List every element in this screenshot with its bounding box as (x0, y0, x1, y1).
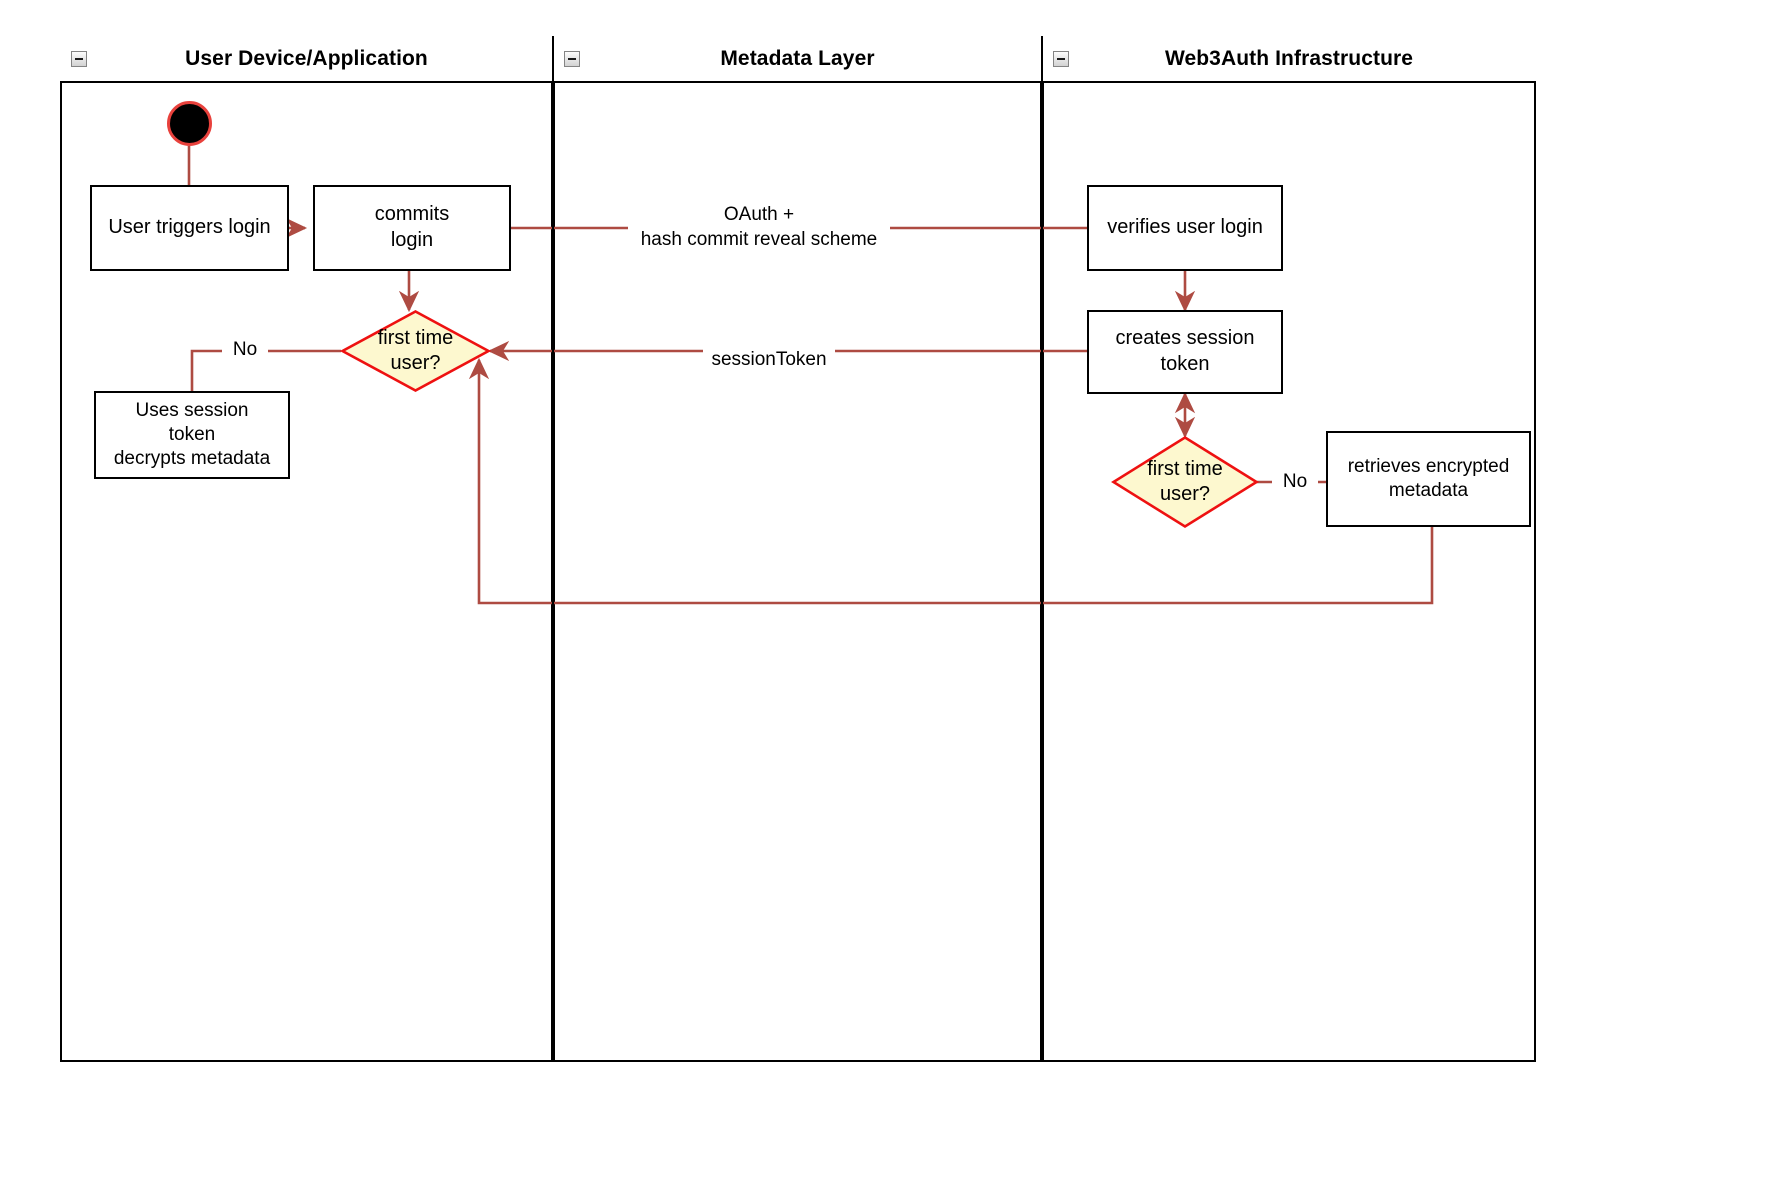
swimlane-header-web3auth[interactable]: Web3Auth Infrastructure (1042, 36, 1536, 83)
activity-uses-session-token[interactable]: Uses session token decrypts metadata (94, 391, 290, 479)
decision-first-time-user-client[interactable]: first time user? (339, 310, 492, 392)
swimlane-title-web3auth: Web3Auth Infrastructure (1164, 46, 1414, 70)
activity-commits-login[interactable]: commits login (313, 185, 511, 271)
start-node (167, 101, 212, 146)
collapse-minus-icon[interactable] (1053, 50, 1069, 67)
swimlane-divider-1 (552, 36, 554, 1062)
edge-label-no-client: No (222, 338, 268, 363)
decision-first-time-user-server[interactable]: first time user? (1111, 435, 1259, 529)
edge-label-oauth-commit: OAuth + hash commit reveal scheme (628, 203, 890, 253)
activity-creates-session-token[interactable]: creates session token (1087, 310, 1283, 394)
collapse-minus-icon[interactable] (71, 50, 87, 67)
swimlane-header-user-device[interactable]: User Device/Application (60, 36, 553, 83)
activity-retrieves-encrypted-metadata[interactable]: retrieves encrypted metadata (1326, 431, 1531, 527)
activity-verifies-user-login[interactable]: verifies user login (1087, 185, 1283, 271)
swimlane-metadata (553, 36, 1042, 1062)
swimlane-divider-2 (1041, 36, 1043, 1062)
edge-label-no-server: No (1272, 470, 1318, 495)
collapse-minus-icon[interactable] (564, 50, 580, 67)
swimlane-title-metadata: Metadata Layer (720, 46, 875, 70)
activity-user-triggers-login[interactable]: User triggers login (90, 185, 289, 271)
swimlane-header-metadata[interactable]: Metadata Layer (553, 36, 1042, 83)
swimlane-title-user-device: User Device/Application (185, 46, 428, 70)
edge-label-session-token: sessionToken (703, 348, 835, 373)
